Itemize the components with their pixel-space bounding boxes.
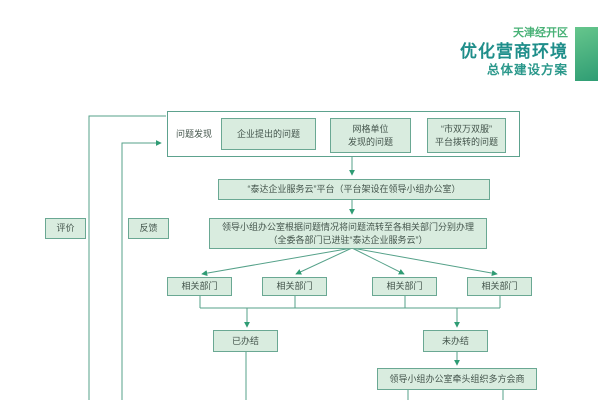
slide-header: 天津经开区 优化营商环境 总体建设方案 (460, 28, 568, 77)
node-department-2: 相关部门 (262, 277, 327, 296)
node-feedback: 反馈 (128, 218, 169, 239)
node-department-1: 相关部门 (167, 277, 232, 296)
header-subtitle: 总体建设方案 (486, 63, 568, 77)
node-source-enterprise: 企业提出的问题 (221, 118, 316, 150)
node-joint-consultation: 领导小组办公室牵头组织多方会商 (377, 368, 537, 390)
node-dispatch: 领导小组办公室根据问题情况将问题流转至各相关部门分别办理 （全委各部门已进驻“泰… (209, 218, 487, 249)
header-title: 优化营商环境 (460, 42, 568, 61)
node-source-city-platform: “市双万双服” 平台拨转的问题 (427, 118, 506, 153)
node-service-cloud-platform: “泰达企业服务云”平台（平台架设在领导小组办公室） (218, 179, 490, 200)
header-accent-bar (575, 27, 598, 81)
node-department-3: 相关部门 (372, 277, 437, 296)
node-department-4: 相关部门 (467, 277, 532, 296)
node-open: 未办结 (423, 330, 488, 352)
node-closed: 已办结 (213, 330, 278, 352)
header-region: 天津经开区 (513, 27, 568, 39)
node-source-grid: 网格单位 发现的问题 (330, 118, 411, 153)
node-problem-discovery-label: 问题发现 (175, 128, 212, 139)
node-evaluation: 评价 (45, 218, 86, 239)
